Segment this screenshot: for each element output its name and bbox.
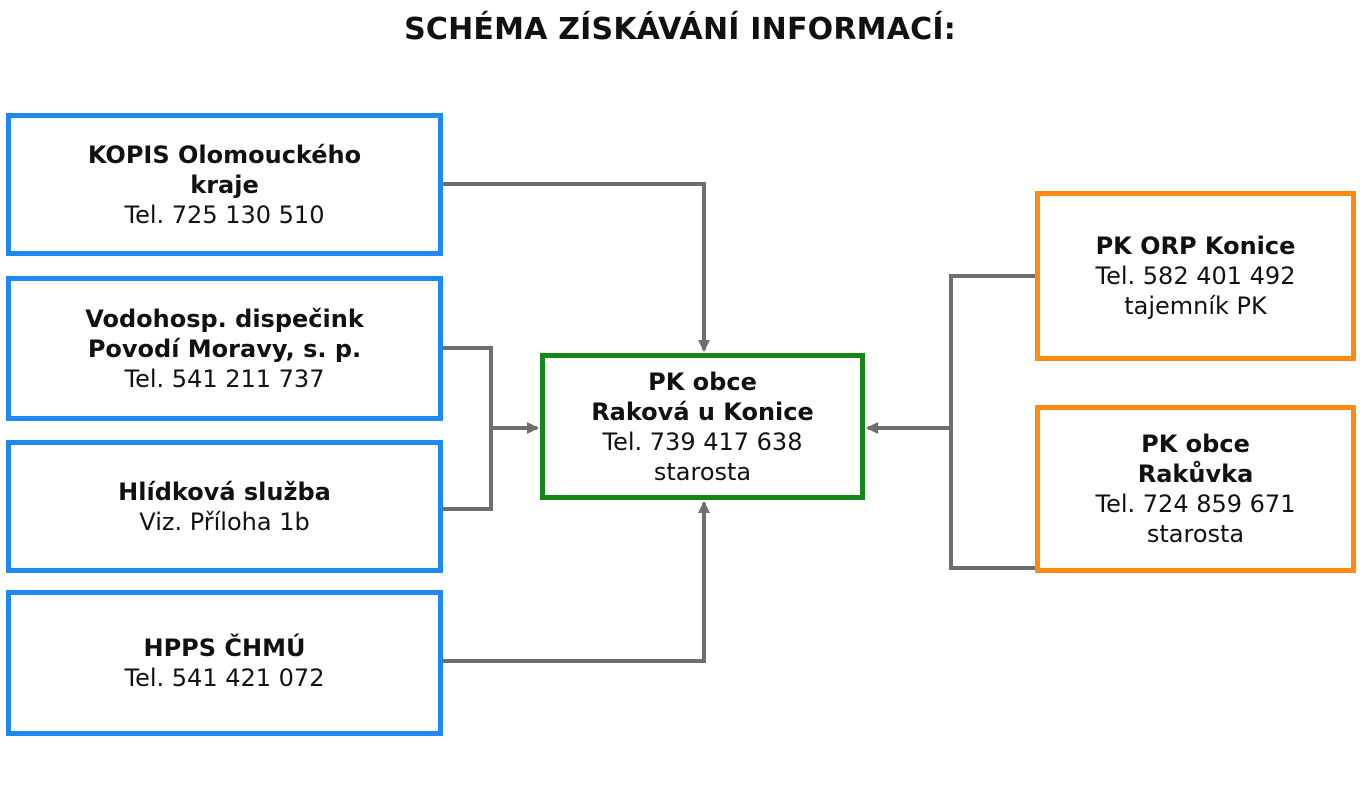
node-kopis-phone: Tel. 725 130 510 [124, 200, 325, 229]
node-vodohosp: Vodohosp. dispečink Povodí Moravy, s. p.… [6, 276, 443, 421]
node-kopis-name-line1: KOPIS Olomouckého [87, 140, 362, 169]
connector-hpps-to-rakova [443, 501, 710, 663]
connector-kopis-to-rakova [443, 182, 710, 352]
node-hpps-name: HPPS ČHMÚ [143, 634, 306, 662]
node-orp-phone: Tel. 582 401 492 [1095, 262, 1296, 290]
node-rakova-phone: Tel. 739 417 638 [602, 427, 803, 456]
node-rakuvka-phone: Tel. 724 859 671 [1095, 490, 1296, 518]
node-kopis: KOPIS Olomouckého kraje Tel. 725 130 510 [6, 113, 443, 256]
node-rakova-role: starosta [653, 457, 752, 486]
node-hpps-phone: Tel. 541 421 072 [124, 664, 325, 692]
node-hlidka-reference: Viz. Příloha 1b [139, 507, 310, 536]
node-orp-name: PK ORP Konice [1095, 232, 1296, 260]
node-hpps: HPPS ČHMÚ Tel. 541 421 072 [6, 590, 443, 736]
connector-neighbors-bracket [949, 274, 1035, 570]
node-rakova-center: PK obce Raková u Konice Tel. 739 417 638… [540, 353, 865, 500]
node-rakuvka-role: starosta [1146, 520, 1245, 548]
node-vodohosp-name-line1: Vodohosp. dispečink [85, 304, 364, 333]
node-rakuvka-name-line2: Rakůvka [1137, 460, 1254, 488]
node-rakuvka-name-line1: PK obce [1141, 430, 1250, 458]
node-hlidka-name: Hlídková služba [118, 477, 331, 506]
node-rakova-name-line1: PK obce [648, 367, 757, 396]
node-orp-role: tajemník PK [1124, 292, 1267, 320]
page-title: SCHÉMA ZÍSKÁVÁNÍ INFORMACÍ: [404, 12, 956, 47]
node-rakova-name-line2: Raková u Konice [591, 397, 814, 426]
connector-vodohosp-merge [443, 346, 493, 511]
node-kopis-name-line2: kraje [190, 170, 259, 199]
node-hlidka: Hlídková služba Viz. Příloha 1b [6, 440, 443, 573]
node-vodohosp-phone: Tel. 541 211 737 [124, 364, 325, 393]
node-orp-konice: PK ORP Konice Tel. 582 401 492 tajemník … [1035, 191, 1356, 361]
node-vodohosp-name-line2: Povodí Moravy, s. p. [87, 334, 362, 363]
node-rakuvka: PK obce Rakůvka Tel. 724 859 671 starost… [1035, 405, 1356, 573]
